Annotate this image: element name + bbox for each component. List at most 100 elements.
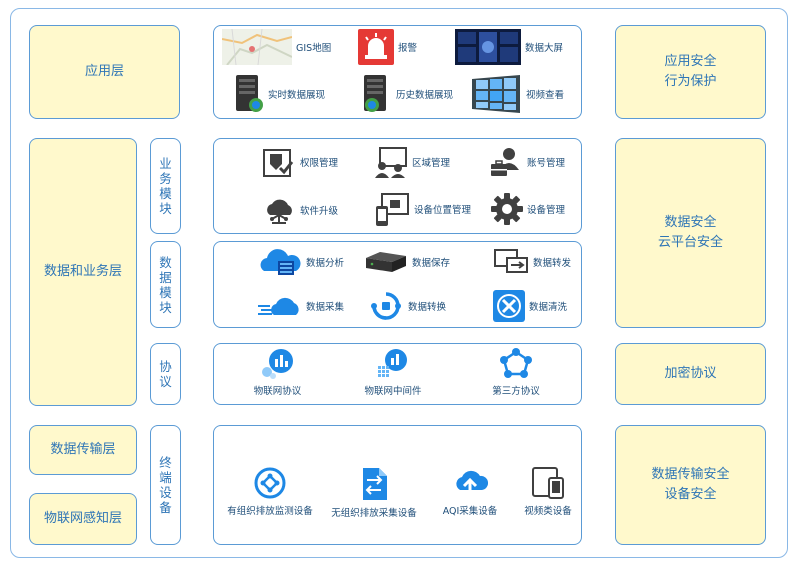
outer-frame xyxy=(10,8,788,558)
user-account-icon xyxy=(491,148,519,176)
region-label: 区域管理 xyxy=(412,158,451,169)
perception-layer-box xyxy=(29,493,137,545)
video-device-item[interactable]: 视频类设备 xyxy=(520,466,576,517)
encryption-label: 加密协议 xyxy=(664,366,717,381)
permission-item[interactable]: 权限管理 xyxy=(262,146,338,178)
device-location-icon xyxy=(376,193,409,226)
app-security-label: 应用安全 行为保护 xyxy=(615,25,766,119)
transmission-layer-label: 数据传输层 xyxy=(50,442,116,457)
iot-middleware-item[interactable]: 物联网中间件 xyxy=(360,348,426,397)
app-layer-box xyxy=(29,25,180,119)
data-storage-label: 数据保存 xyxy=(412,258,451,269)
history-item[interactable]: 历史数据展现 xyxy=(362,75,453,113)
aqi-device-item[interactable]: AQI采集设备 xyxy=(440,466,500,517)
alarm-item[interactable]: 报警 xyxy=(358,29,417,65)
protocol-label: 协议 xyxy=(150,343,181,405)
cloud-analysis-icon xyxy=(260,249,301,275)
region-item[interactable]: 区域管理 xyxy=(374,146,450,178)
realtime-label: 实时数据展现 xyxy=(268,90,326,101)
device-location-label: 设备位置管理 xyxy=(414,205,472,216)
transmission-security-line2: 设备安全 xyxy=(664,487,717,502)
server-history-icon xyxy=(364,75,386,112)
software-upgrade-label: 软件升级 xyxy=(300,206,339,217)
data-collect-label: 数据采集 xyxy=(306,302,345,313)
data-module-box xyxy=(150,241,181,328)
network-nodes-icon xyxy=(500,348,532,378)
encryption-box xyxy=(615,343,766,405)
shield-permission-icon xyxy=(263,149,294,177)
data-security-line1: 数据安全 xyxy=(664,215,717,230)
server-realtime-icon xyxy=(236,75,263,112)
perception-layer-label: 物联网感知层 xyxy=(43,511,122,526)
cloud-upload-icon xyxy=(456,470,488,498)
vertical-char: 设 xyxy=(159,485,172,500)
transmission-security-line1: 数据传输安全 xyxy=(651,467,730,482)
monitor-forward-icon xyxy=(494,249,528,273)
realtime-item[interactable]: 实时数据展现 xyxy=(234,75,325,113)
app-security-line2: 行为保护 xyxy=(664,74,717,89)
tablet-phone-icon xyxy=(532,467,564,499)
third-party-label: 第三方协议 xyxy=(492,386,540,397)
unorganized-device-item[interactable]: 无组织排放采集设备 xyxy=(331,466,417,519)
iot-protocol-icon xyxy=(261,349,293,379)
software-upgrade-item[interactable]: 软件升级 xyxy=(262,195,338,225)
video-view-label: 视频查看 xyxy=(526,90,565,101)
iot-protocol-label: 物联网协议 xyxy=(253,386,302,397)
vertical-char: 备 xyxy=(159,500,172,515)
convert-cycle-icon xyxy=(371,292,401,320)
transmission-security-box xyxy=(615,425,766,545)
alarm-label: 报警 xyxy=(398,43,418,54)
vertical-char: 议 xyxy=(159,374,172,389)
big-screen-label: 数据大屏 xyxy=(525,43,564,54)
data-forward-item[interactable]: 数据转发 xyxy=(493,248,571,276)
iot-middleware-label: 物联网中间件 xyxy=(364,386,422,397)
network-globe-icon xyxy=(254,467,286,499)
app-security-box xyxy=(615,25,766,119)
business-module-label: 业务模块 xyxy=(150,138,181,234)
vertical-char: 终 xyxy=(159,455,172,470)
clean-x-icon xyxy=(493,290,525,322)
data-module-label: 数据模块 xyxy=(150,241,181,328)
vertical-char: 协 xyxy=(159,359,172,374)
account-item[interactable]: 账号管理 xyxy=(489,146,565,178)
vertical-char: 据 xyxy=(159,269,172,285)
vertical-char: 模 xyxy=(159,186,172,201)
big-screen-item[interactable]: 数据大屏 xyxy=(455,29,563,65)
data-business-layer-box xyxy=(29,138,137,406)
vertical-char: 务 xyxy=(159,171,172,186)
third-party-item[interactable]: 第三方协议 xyxy=(486,348,546,397)
video-view-item[interactable]: 视频查看 xyxy=(470,75,564,113)
dashboard-screen-icon xyxy=(455,29,521,65)
cloud-upgrade-icon xyxy=(267,199,292,224)
data-convert-label: 数据转换 xyxy=(408,302,447,313)
business-module-box xyxy=(150,138,181,234)
vertical-char: 端 xyxy=(159,470,172,485)
storage-box-icon xyxy=(366,252,406,272)
permission-label: 权限管理 xyxy=(300,158,339,169)
app-layer-label: 应用层 xyxy=(84,64,124,79)
map-icon xyxy=(222,29,292,65)
data-convert-item[interactable]: 数据转换 xyxy=(368,290,446,322)
data-analysis-label: 数据分析 xyxy=(306,258,345,269)
organized-device-item[interactable]: 有组织排放监测设备 xyxy=(227,466,313,517)
data-security-label: 数据安全 云平台安全 xyxy=(615,138,766,328)
transmission-security-label: 数据传输安全 设备安全 xyxy=(615,425,766,545)
data-security-line2: 云平台安全 xyxy=(657,235,723,250)
data-clean-item[interactable]: 数据清洗 xyxy=(493,290,567,322)
data-forward-label: 数据转发 xyxy=(533,258,572,269)
device-mgmt-item[interactable]: 设备管理 xyxy=(491,193,565,225)
device-location-item[interactable]: 设备位置管理 xyxy=(374,192,471,226)
data-collect-item[interactable]: 数据采集 xyxy=(258,293,344,319)
device-mgmt-label: 设备管理 xyxy=(527,205,566,216)
data-analysis-item[interactable]: 数据分析 xyxy=(258,247,344,277)
terminal-device-label: 终端设备 xyxy=(150,425,181,545)
data-security-box xyxy=(615,138,766,328)
video-wall-icon xyxy=(472,75,520,113)
vertical-char: 数 xyxy=(159,254,172,270)
data-storage-item[interactable]: 数据保存 xyxy=(364,250,450,274)
transmission-layer-box xyxy=(29,425,137,475)
presentation-region-icon xyxy=(375,147,407,178)
iot-protocol-item[interactable]: 物联网协议 xyxy=(250,348,305,397)
gis-map-item[interactable]: GIS地图 xyxy=(222,29,331,65)
unorganized-device-label: 无组织排放采集设备 xyxy=(331,508,417,519)
